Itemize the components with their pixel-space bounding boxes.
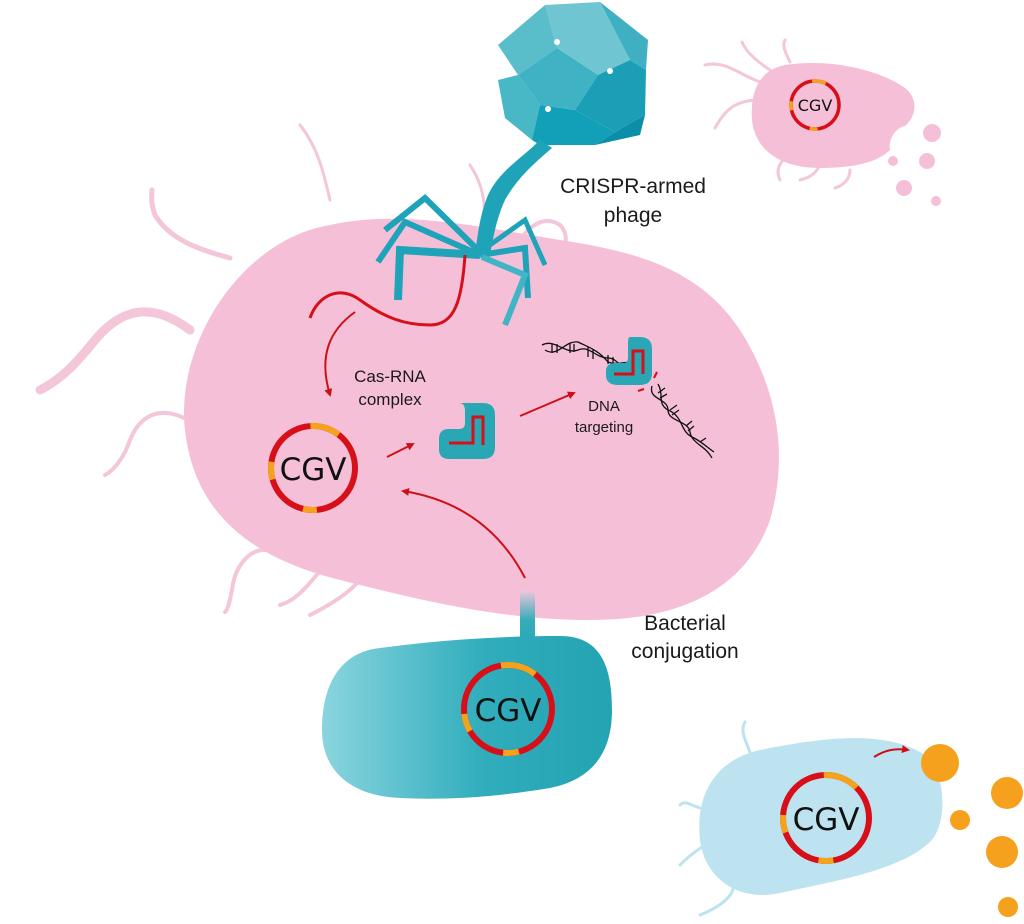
host-cgv-label: CGV (280, 452, 347, 488)
conjugation-label-line2: conjugation (631, 640, 738, 663)
phage-label-line2: phage (604, 204, 662, 227)
secreting-bacterium: CGV (678, 720, 1023, 917)
injected-phage-dna (308, 254, 467, 327)
dna-cut-marks (637, 371, 658, 392)
phage-capsid (498, 2, 648, 145)
secreting-cgv-plasmid: CGV (780, 772, 872, 864)
arrow-cas-to-target (519, 391, 576, 417)
arrow-conjugation-to-cgv (401, 487, 526, 579)
cas-rna-complex-bound (606, 337, 652, 385)
phage-label-line1: CRISPR-armed (560, 175, 706, 198)
cas-rna-complex (439, 403, 495, 459)
lysing-cgv-label: CGV (798, 96, 833, 115)
lysing-cgv-plasmid: CGV (789, 79, 841, 131)
lysing-bacterium-body (751, 62, 915, 168)
cas-rna-label-line1: Cas-RNA (354, 367, 426, 386)
arrow-dna-to-cgv (324, 311, 356, 397)
conjugation-bridge (520, 590, 535, 640)
lysis-debris (888, 124, 941, 206)
target-dna-strand-right (650, 383, 715, 459)
phage-tail-fibers (375, 193, 548, 327)
cas-rna-label-line2: complex (358, 390, 422, 409)
dna-targeting-label-line2: targeting (575, 419, 633, 436)
donor-cgv-label: CGV (475, 693, 542, 729)
secreted-particles (921, 744, 1023, 917)
lysing-bacterium: CGV (703, 38, 941, 206)
secretion-arrow (873, 745, 910, 758)
dna-targeting-label-line1: DNA (588, 398, 620, 415)
host-cgv-plasmid: CGV (268, 423, 358, 513)
secreting-bacterium-body (699, 738, 943, 896)
process-arrows (324, 311, 576, 579)
phage-tail (475, 140, 552, 255)
conjugation-label-line1: Bacterial (644, 612, 726, 635)
secreting-cgv-label: CGV (793, 802, 860, 838)
arrow-cgv-to-cas (386, 443, 415, 458)
donor-cgv-plasmid: CGV (461, 662, 555, 756)
donor-bacterium: CGV (322, 590, 612, 799)
crispr-phage (375, 2, 648, 327)
